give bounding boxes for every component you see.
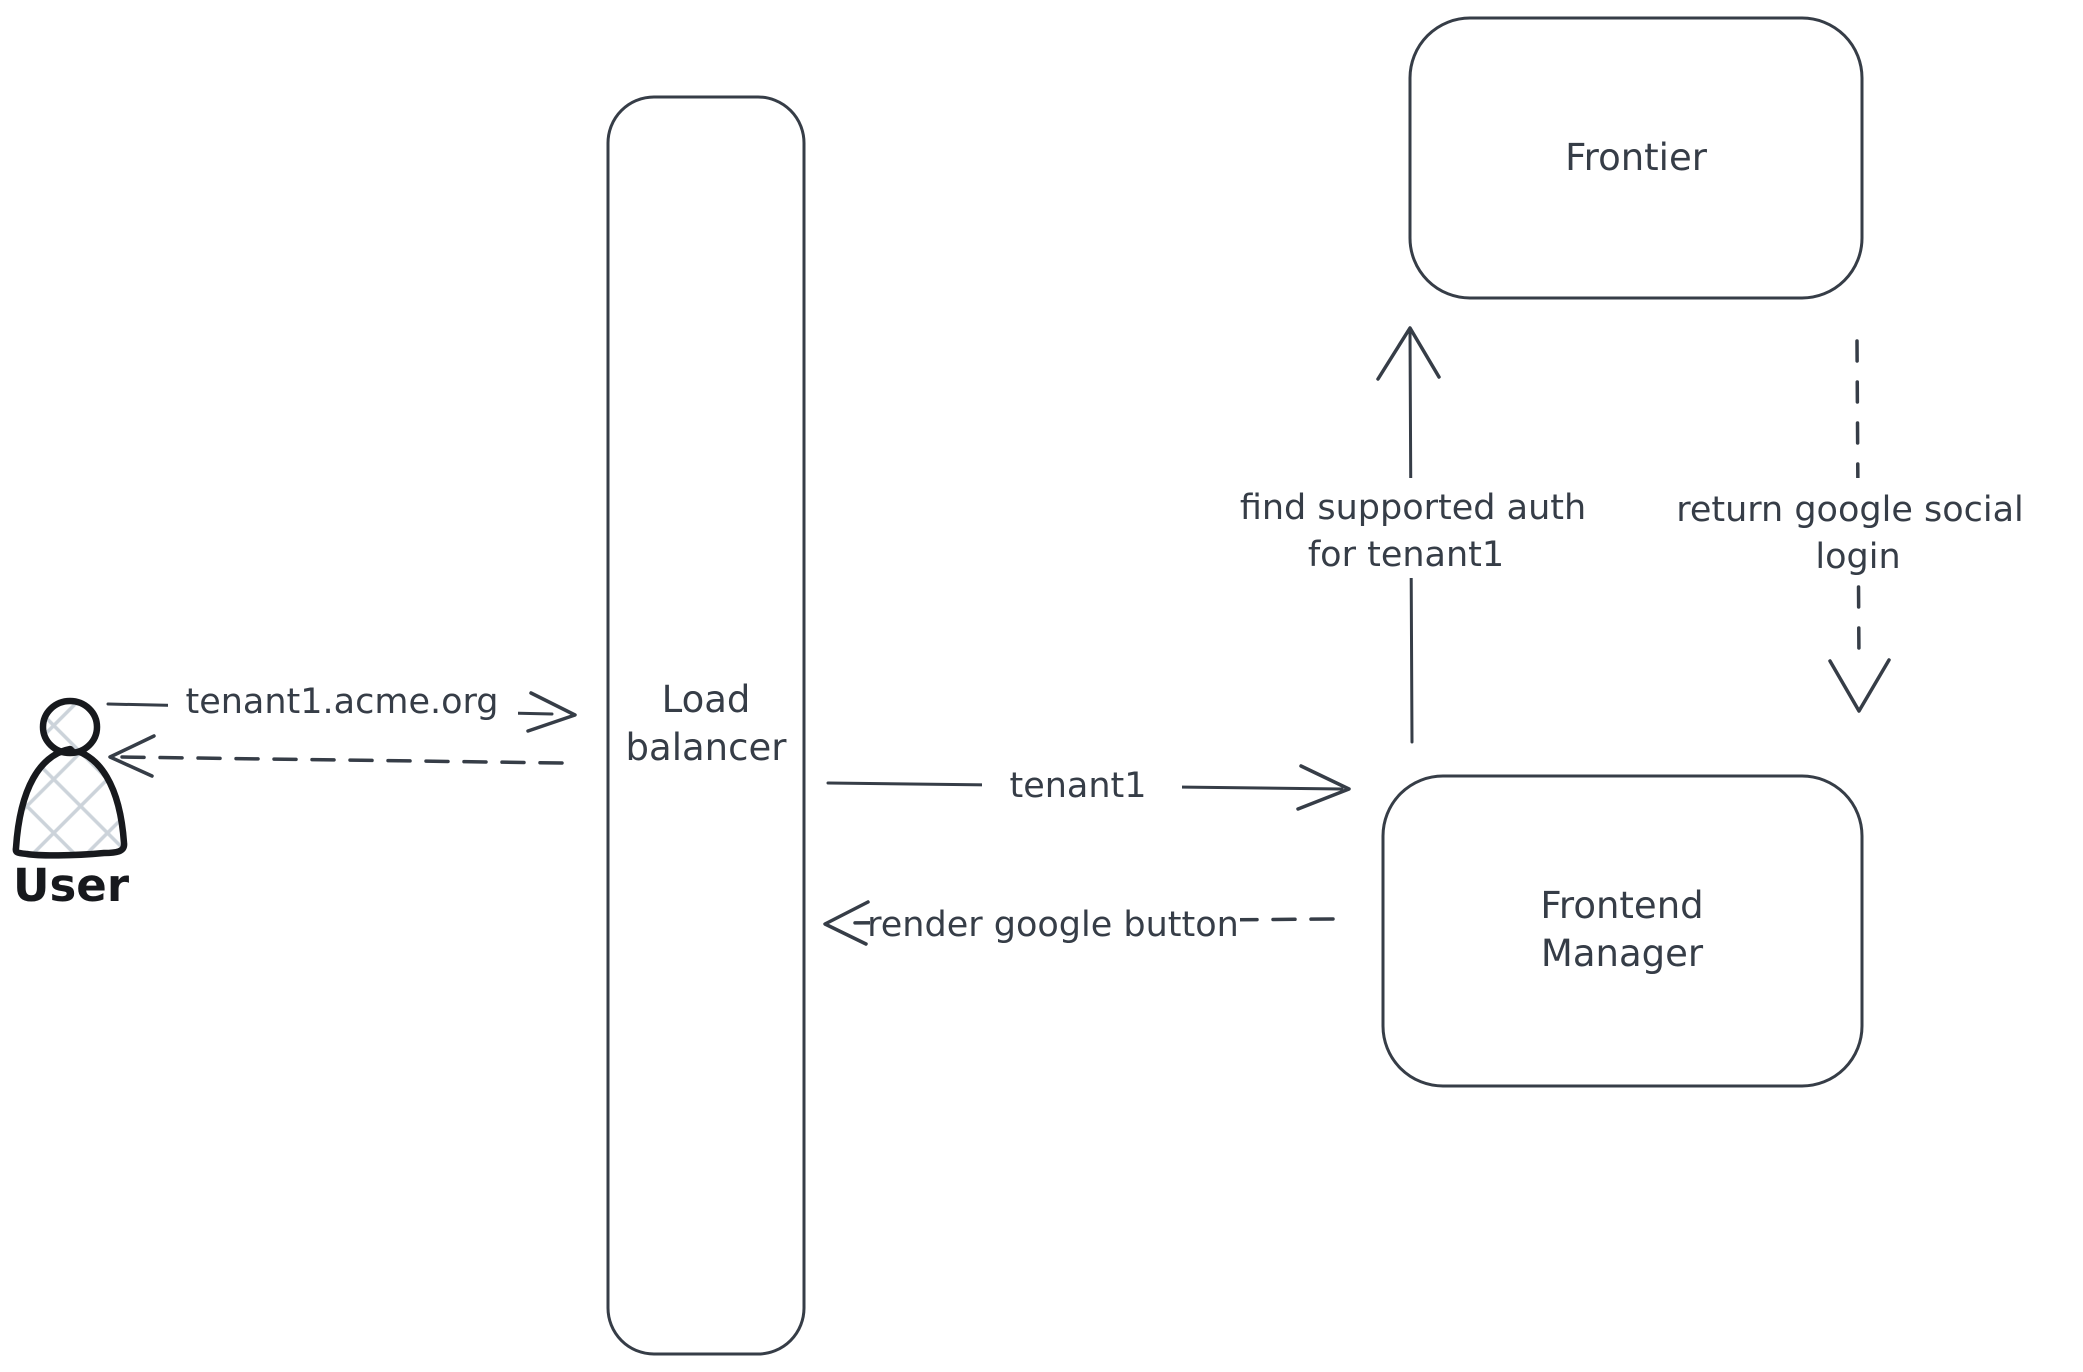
frontier-label: Frontier: [1565, 136, 1708, 179]
edge-user-to-load-balancer: tenant1.acme.org: [106, 676, 577, 734]
edge-label-return-google-social-line1: return google social: [1676, 490, 2024, 530]
frontend-manager-box: [1381, 774, 1864, 1088]
user-label: User: [13, 859, 130, 912]
edge-load-balancer-to-frontend-manager: tenant1: [826, 752, 1351, 812]
user-icon: [12, 697, 128, 859]
edge-line: [118, 755, 564, 765]
frontend-manager-label-line1: Frontend: [1540, 884, 1703, 927]
edge-load-balancer-to-user: [108, 734, 564, 778]
user-icon-body: [12, 745, 128, 859]
edge-frontier-to-frontend-manager: return google social login: [1652, 339, 2052, 713]
node-frontier: Frontier: [1408, 16, 1864, 300]
label-mask: [870, 888, 1240, 952]
label-mask: [1652, 478, 2052, 578]
edge-frontend-manager-to-load-balancer: render google button: [823, 888, 1335, 952]
node-user: User: [12, 697, 130, 912]
frontier-box: [1408, 16, 1864, 300]
load-balancer-label-line2: balancer: [626, 726, 788, 769]
edge-line: [1855, 339, 1861, 666]
edge-label-find-supported-auth-line1: find supported auth: [1240, 488, 1586, 528]
label-mask: [1200, 478, 1620, 578]
arrowhead-left-icon: [823, 900, 870, 946]
arrowhead-right-icon: [1296, 764, 1351, 811]
node-frontend-manager: Frontend Manager: [1381, 774, 1864, 1088]
arrowhead-down-icon: [1828, 658, 1891, 713]
label-mask: [168, 676, 518, 734]
edge-label-return-google-social-line2: login: [1815, 537, 1900, 577]
edge-frontend-manager-to-frontier: find supported auth for tenant1: [1200, 326, 1620, 744]
label-mask: [982, 752, 1182, 812]
arrowhead-up-icon: [1376, 326, 1441, 381]
user-icon-head: [39, 697, 101, 757]
arrowhead-left-icon: [108, 734, 156, 778]
edge-label-tenant1-acme-org: tenant1.acme.org: [185, 682, 498, 722]
node-load-balancer: Load balancer: [606, 95, 806, 1356]
arrowhead-right-icon: [526, 691, 577, 733]
edge-label-render-google-button: render google button: [867, 905, 1239, 945]
edge-label-tenant1: tenant1: [1009, 766, 1146, 806]
load-balancer-label-line1: Load: [662, 678, 751, 721]
frontend-manager-label-line2: Manager: [1541, 932, 1704, 975]
edge-label-find-supported-auth-line2: for tenant1: [1308, 535, 1504, 575]
load-balancer-box: [606, 95, 806, 1356]
